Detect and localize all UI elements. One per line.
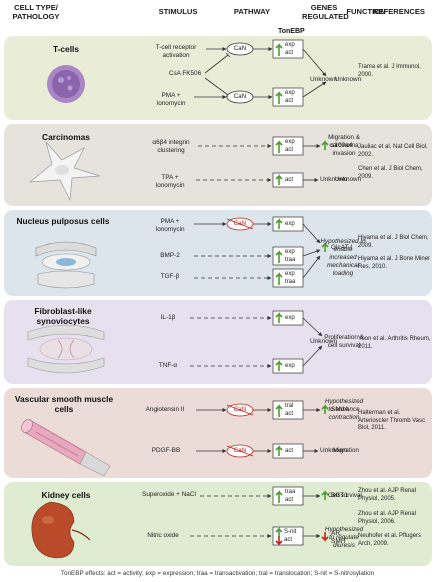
title-kidney: Kidney cells bbox=[41, 490, 91, 500]
band-vascular bbox=[4, 388, 432, 478]
header-pathway: PATHWAY bbox=[233, 7, 271, 16]
tcell-illustration bbox=[47, 65, 85, 103]
can-label: CaN bbox=[233, 93, 247, 100]
tonebp-box-label: exp act bbox=[285, 42, 295, 56]
can-label: CaN bbox=[233, 406, 247, 413]
gene-vascular-2: Unknown bbox=[320, 447, 348, 454]
stim-tcells-1: T-cell receptor activation bbox=[155, 44, 197, 59]
disc-illustration bbox=[35, 241, 97, 289]
tonebp-box-label: exp bbox=[285, 315, 295, 321]
function-kidney-2: Hypothesized to regulate diuresis bbox=[324, 526, 364, 549]
ref-nucleus-1: Hiyama et al. J Biol Chem, 2009. bbox=[358, 235, 429, 249]
stim-kidney-2: Nitric oxide bbox=[147, 532, 179, 539]
stim-fibro-2: TNF-α bbox=[158, 362, 178, 369]
kidney-illustration bbox=[31, 501, 91, 559]
ref-vascular-1: Halterman et al. Arterioscler Thromb Vas… bbox=[358, 410, 426, 432]
tonebp-box-label: exp bbox=[285, 221, 295, 227]
title-tcells: T-cells bbox=[52, 44, 80, 54]
can-label: CaN bbox=[233, 45, 247, 52]
vessel-illustration bbox=[21, 419, 111, 477]
stim-kidney-1: Superoxide + NaCl bbox=[142, 491, 196, 498]
stim-tcells-3: PMA + Ionomycin bbox=[156, 92, 186, 107]
vascular-pathway bbox=[196, 403, 321, 458]
ref-fibro-1: Yoon et al. Arthritis Rheum, 2011. bbox=[358, 336, 431, 350]
tcells-pathway bbox=[194, 42, 327, 104]
tonebp-box-label: exp bbox=[285, 363, 295, 369]
header-function: FUNCTION bbox=[346, 7, 386, 16]
gene-kidney-1: BGT1 bbox=[331, 492, 348, 499]
stim-nucleus-2: BMP-2 bbox=[160, 252, 180, 259]
can-label: CaN bbox=[233, 447, 247, 454]
can-label: CaN bbox=[233, 220, 247, 227]
header-stimulus: STIMULUS bbox=[158, 7, 198, 16]
header-cell-type: CELL TYPE/ PATHOLOGY bbox=[12, 3, 60, 21]
ref-carcinomas-2: Chen et al. J Biol Chem, 2009. bbox=[358, 166, 423, 180]
ref-kidney-2: Zhou et al. AJP Renal Physiol, 2006. bbox=[358, 511, 416, 525]
header-references: REFERENCES bbox=[373, 7, 425, 16]
stim-vascular-2: PDGF-BB bbox=[151, 447, 181, 454]
stim-nucleus-1: PMA + Ionomycin bbox=[155, 218, 185, 233]
header-genes: GENES REGULATED bbox=[302, 3, 349, 21]
fibro-pathway bbox=[190, 316, 323, 368]
stim-tcells-2: CsA FK506 bbox=[168, 70, 202, 77]
gene-kidney-2: AR, SMIT bbox=[331, 530, 347, 545]
gene-carcinomas-1: s100a4 bbox=[331, 142, 353, 149]
function-carcinomas-1: Migration & carcinoma invasion bbox=[328, 134, 360, 157]
tonebp-box-label: act bbox=[285, 177, 294, 183]
legend: TonEBP effects: act = activity; exp = ex… bbox=[60, 570, 375, 577]
function-kidney-1: Cell survival bbox=[328, 492, 362, 499]
title-carcinomas: Carcinomas bbox=[42, 132, 90, 142]
tonebp-box-label: exp traa bbox=[285, 271, 296, 285]
carcinoma-illustration bbox=[28, 141, 101, 202]
gene-fibro: Unknown bbox=[310, 338, 338, 345]
function-carcinomas-2: Unknown bbox=[334, 176, 362, 183]
kidney-pathway bbox=[190, 494, 321, 538]
title-vascular: Vascular smooth muscle cells bbox=[14, 394, 114, 414]
effect-arrows bbox=[275, 43, 329, 546]
tonebp-box-label: exp act bbox=[285, 139, 295, 153]
tonebp-box-label: tral act bbox=[285, 403, 294, 417]
ref-nucleus-2: Hiyama et al. J Bone Miner Res, 2010. bbox=[358, 256, 431, 270]
gene-tcells: Unknown bbox=[310, 76, 338, 83]
function-vascular-2: Migration bbox=[333, 447, 359, 454]
stim-carcinomas-2: TPA + Ionomycin bbox=[155, 174, 185, 189]
ref-carcinomas-1: Jauliac et al. Nat Cell Biol, 2002. bbox=[358, 144, 428, 158]
ref-kidney-1: Zhou et al. AJP Renal Physiol, 2005. bbox=[358, 488, 416, 502]
gene-carcinomas-2: Unknown bbox=[320, 176, 348, 183]
function-tcells: Unknown bbox=[334, 76, 362, 83]
stim-nucleus-3: TGF-β bbox=[160, 273, 180, 280]
stim-vascular-1: Angiotensin II bbox=[145, 406, 185, 413]
function-vascular-1: Hypothesized to enhance contraction bbox=[324, 398, 364, 421]
joint-illustration bbox=[27, 324, 105, 374]
stim-carcinomas-1: α6β4 integrin clustering bbox=[152, 139, 190, 154]
nucleus-pathway bbox=[194, 217, 321, 280]
header-tonebp: TonEBP bbox=[278, 28, 305, 35]
tonebp-box-label: exp traa bbox=[285, 249, 296, 263]
carcinoma-pathway bbox=[196, 144, 321, 182]
ref-tcells-1: Trama et al. J Immunol, 2000. bbox=[358, 64, 421, 78]
tonebp-boxes bbox=[272, 39, 304, 546]
function-nucleus: Hypothesized to enable increased mechani… bbox=[320, 238, 366, 277]
title-fibro: Fibroblast-like synoviocytes bbox=[34, 306, 92, 326]
tonebp-box-label: S-nit act bbox=[284, 529, 297, 543]
gene-nucleus: GlcAT-I bbox=[331, 244, 353, 251]
tonebp-box-label: traa act bbox=[285, 489, 296, 503]
tonebp-box-label: exp act bbox=[285, 90, 295, 104]
tonebp-box-label: act bbox=[285, 448, 294, 454]
gene-vascular-1: SMαA bbox=[331, 406, 349, 413]
function-fibro: Proliferation & cell survival bbox=[324, 334, 364, 349]
ref-kidney-3: Neuhofer et al. Pflugers Arch, 2009. bbox=[358, 533, 422, 547]
title-nucleus: Nucleus pulposus cells bbox=[16, 216, 110, 226]
stim-fibro-1: IL-1β bbox=[160, 314, 176, 321]
